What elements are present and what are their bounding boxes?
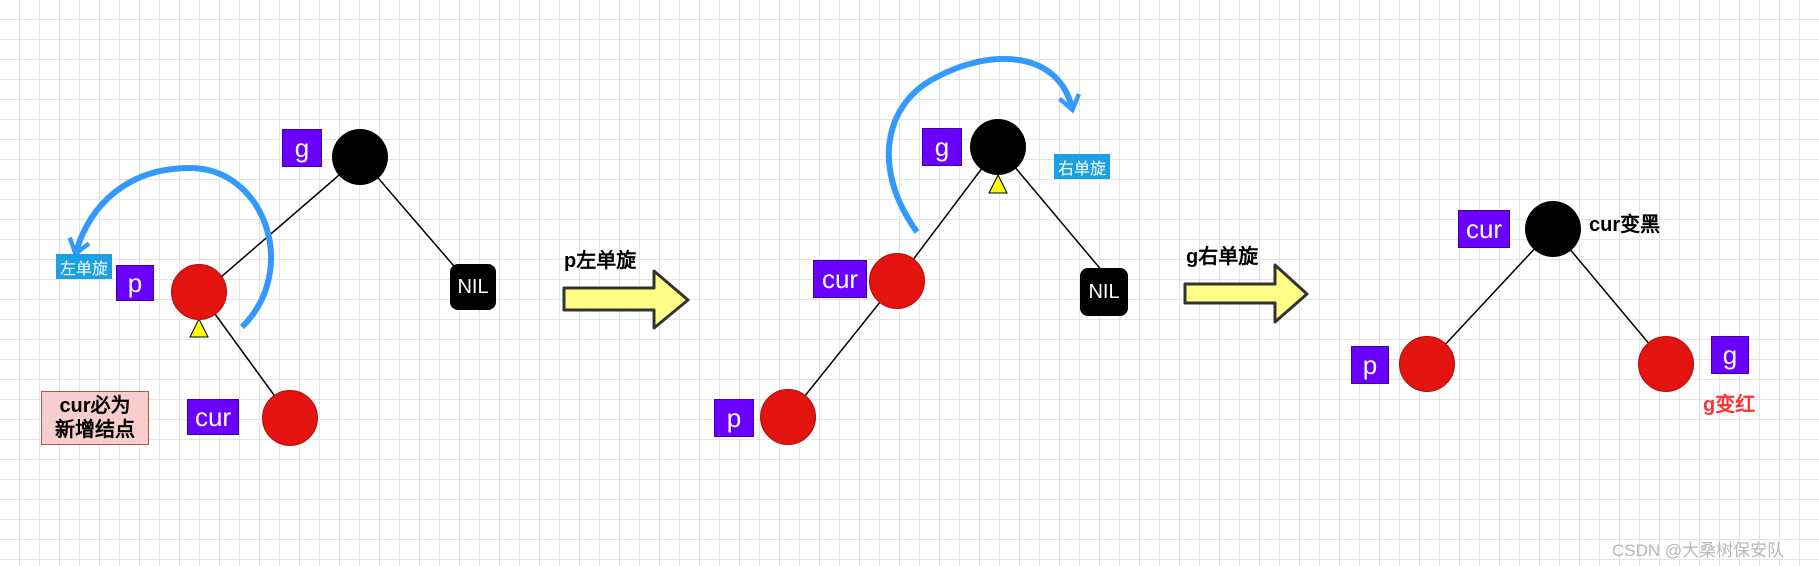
cur-turns-black-label: cur变黑 — [1589, 214, 1661, 236]
tag-p-3: p — [1351, 346, 1389, 384]
node-g-3 — [1638, 336, 1694, 392]
edge-g-p-1 — [198, 156, 361, 297]
node-cur-3 — [1525, 201, 1581, 257]
csdn-watermark: CSDN @大桑树保安队 — [1612, 541, 1785, 560]
node-p-2 — [760, 389, 816, 445]
nil-node-2: NIL — [1080, 268, 1128, 316]
note-line-2: 新增结点 — [55, 419, 135, 441]
edge-cur-p-2 — [787, 280, 898, 418]
rotate-left-label: 左单旋 — [56, 254, 112, 279]
pivot-triangle-1 — [189, 317, 209, 338]
node-cur-2 — [869, 253, 925, 309]
step1-label: p左单旋 — [564, 250, 637, 272]
tag-cur-1: cur — [187, 399, 239, 435]
node-p-1 — [171, 264, 227, 320]
node-g-2 — [970, 119, 1026, 175]
step-arrow-2 — [1183, 263, 1309, 324]
rotate-left-arc — [67, 164, 274, 330]
step2-label: g右单旋 — [1186, 246, 1259, 268]
tag-g-1: g — [282, 129, 322, 167]
step-arrow-1 — [562, 269, 690, 330]
tag-p-2: p — [714, 399, 754, 437]
tag-g-2: g — [922, 128, 962, 166]
tag-p-1: p — [116, 265, 154, 301]
rotate-right-arc — [885, 55, 1081, 234]
tag-g-3: g — [1711, 336, 1749, 374]
node-cur-1 — [262, 390, 318, 446]
nil-node-1: NIL — [450, 264, 496, 310]
note-line-1: cur必为 — [59, 395, 131, 417]
edge-cur-p-3 — [1426, 228, 1554, 365]
note-cur-new-node: cur必为 新增结点 — [41, 391, 149, 445]
rotate-right-label: 右单旋 — [1054, 154, 1110, 179]
pivot-triangle-2 — [988, 173, 1008, 194]
tag-cur-3: cur — [1458, 210, 1510, 248]
node-g-1 — [332, 129, 388, 185]
g-turns-red-label: g变红 — [1703, 394, 1756, 416]
node-p-3 — [1399, 336, 1455, 392]
tag-cur-2: cur — [813, 260, 867, 298]
